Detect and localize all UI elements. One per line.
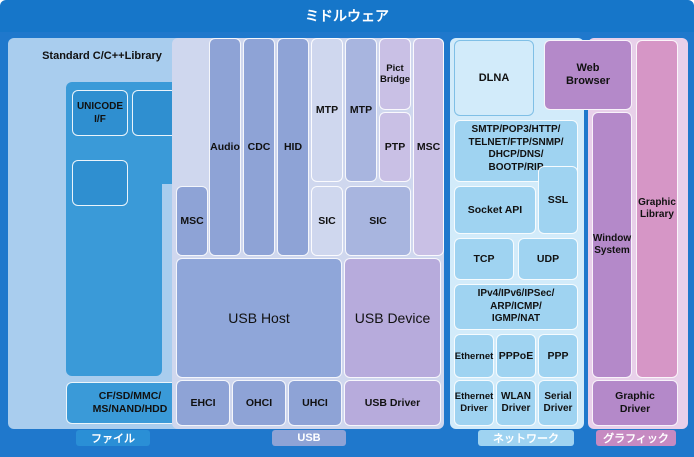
- msc-device-box: MSC: [413, 38, 444, 256]
- ip-box: IPv4/IPv6/IPSec/ ARP/ICMP/ IGMP/NAT: [454, 284, 578, 330]
- file-empty-box-2: [72, 160, 128, 206]
- window-system-label: Window System: [592, 232, 632, 257]
- msc-device-label: MSC: [416, 140, 441, 153]
- unicode-if-label: UNICODE I/F: [76, 101, 124, 125]
- file-category-label: ファイル: [76, 430, 150, 446]
- ssl-box: SSL: [538, 166, 578, 234]
- ethernet-label: Ethernet: [454, 350, 494, 362]
- dlna-box: DLNA: [454, 40, 534, 116]
- sic-box-2: SIC: [345, 186, 411, 256]
- cf-sd-label: CF/SD/MMC/ MS/NAND/HDD: [92, 390, 168, 415]
- ethernet-driver-box: Ethernet Driver: [454, 380, 494, 426]
- web-browser-label: Web Browser: [565, 62, 611, 87]
- audio-box: Audio: [209, 38, 241, 256]
- unicode-if-box: UNICODE I/F: [72, 90, 128, 136]
- ehci-label: EHCI: [190, 396, 216, 409]
- mtp-box-1: MTP: [311, 38, 343, 182]
- ehci-box: EHCI: [176, 380, 230, 426]
- cdc-label: CDC: [247, 140, 271, 153]
- protocols-label: SMTP/POP3/HTTP/ TELNET/FTP/SNMP/ DHCP/DN…: [468, 124, 564, 173]
- middleware-title: ミドルウェア: [305, 8, 389, 24]
- socket-api-label: Socket API: [467, 203, 523, 216]
- wlan-driver-label: WLAN Driver: [501, 391, 531, 414]
- ppp-box: PPP: [538, 334, 578, 378]
- web-browser-box: Web Browser: [544, 40, 632, 110]
- ptp-box: PTP: [379, 112, 411, 182]
- middleware-title-bar: ミドルウェア: [0, 0, 694, 32]
- sic-label-1: SIC: [318, 214, 336, 227]
- ethernet-driver-label: Ethernet Driver: [454, 391, 494, 414]
- hid-box: HID: [277, 38, 309, 256]
- ohci-label: OHCI: [245, 396, 273, 409]
- msc-host-label: MSC: [180, 214, 204, 227]
- mtp-label-1: MTP: [315, 103, 339, 116]
- graphic-driver-box: Graphic Driver: [592, 380, 678, 426]
- usb-driver-box: USB Driver: [344, 380, 441, 426]
- file-inner-area-lower: [66, 176, 162, 376]
- udp-label: UDP: [536, 252, 560, 265]
- usb-device-box: USB Device: [344, 258, 441, 378]
- ssl-label: SSL: [547, 193, 569, 206]
- serial-driver-box: Serial Driver: [538, 380, 578, 426]
- pppoe-box: PPPoE: [496, 334, 536, 378]
- pppoe-label: PPPoE: [498, 349, 534, 362]
- graphic-driver-label: Graphic Driver: [615, 390, 655, 415]
- mtp-label-2: MTP: [349, 103, 373, 116]
- usb-category-label: USB: [272, 430, 346, 446]
- dlna-label: DLNA: [478, 71, 510, 84]
- sic-box-1: SIC: [311, 186, 343, 256]
- hid-label: HID: [283, 140, 303, 153]
- ptp-label: PTP: [384, 140, 406, 153]
- window-system-box: Window System: [592, 112, 632, 378]
- pict-bridge-label: Pict Bridge: [379, 63, 411, 85]
- std-lib-label: Standard C/C++Library: [42, 50, 162, 62]
- sic-label-2: SIC: [369, 214, 387, 227]
- socket-api-box: Socket API: [454, 186, 536, 234]
- usb-driver-label: USB Driver: [364, 396, 421, 409]
- graphics-category-label: グラフィック: [596, 430, 676, 446]
- msc-host-box: MSC: [176, 186, 208, 256]
- cdc-box: CDC: [243, 38, 275, 256]
- ohci-box: OHCI: [232, 380, 286, 426]
- pict-bridge-box: Pict Bridge: [379, 38, 411, 110]
- network-category-label: ネットワーク: [478, 430, 574, 446]
- audio-label: Audio: [210, 140, 240, 153]
- uhci-label: UHCI: [302, 396, 328, 409]
- serial-driver-label: Serial Driver: [543, 391, 573, 414]
- uhci-box: UHCI: [288, 380, 342, 426]
- tcp-box: TCP: [454, 238, 514, 280]
- ip-label: IPv4/IPv6/IPSec/ ARP/ICMP/ IGMP/NAT: [477, 288, 555, 325]
- ethernet-box: Ethernet: [454, 334, 494, 378]
- tcp-label: TCP: [473, 252, 495, 265]
- graphic-library-label: Graphic Library: [638, 196, 676, 221]
- graphic-library-box: Graphic Library: [636, 40, 678, 378]
- usb-host-label: USB Host: [228, 309, 290, 326]
- wlan-driver-box: WLAN Driver: [496, 380, 536, 426]
- usb-device-label: USB Device: [354, 309, 431, 326]
- udp-box: UDP: [518, 238, 578, 280]
- ppp-label: PPP: [547, 349, 569, 362]
- mtp-box-2: MTP: [345, 38, 377, 182]
- usb-host-box: USB Host: [176, 258, 342, 378]
